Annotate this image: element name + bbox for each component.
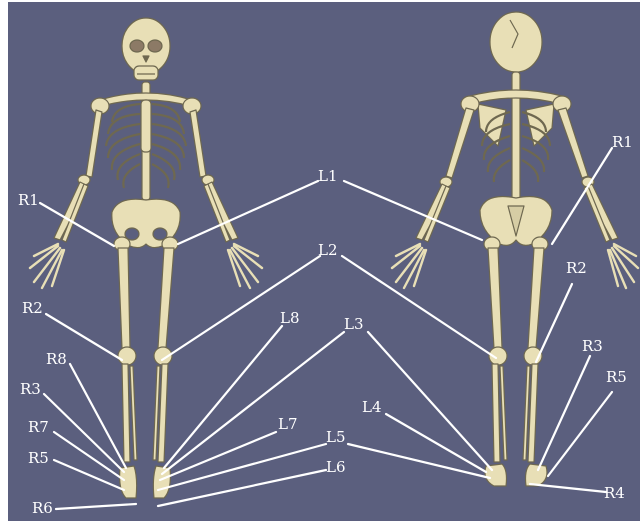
label-r2-anterior: R2: [22, 299, 43, 317]
label-l7: L7: [278, 415, 298, 433]
diagram-panel: [8, 2, 640, 521]
label-l3: L3: [344, 315, 364, 333]
label-r4-posterior: R4: [604, 484, 625, 502]
label-r5-posterior: R5: [606, 368, 627, 386]
label-l2: L2: [318, 241, 338, 259]
label-l6: L6: [326, 458, 346, 476]
label-r8-anterior: R8: [46, 350, 67, 368]
label-r1-anterior: R1: [18, 191, 39, 209]
label-r1-posterior: R1: [612, 133, 633, 151]
label-r3-posterior: R3: [582, 337, 603, 355]
label-r7-anterior: R7: [28, 418, 49, 436]
label-l8: L8: [280, 309, 300, 327]
label-l5: L5: [326, 428, 346, 446]
sternum: [141, 100, 151, 152]
skull-posterior: [490, 12, 542, 72]
label-l1: L1: [318, 167, 338, 185]
label-r2-posterior: R2: [566, 259, 587, 277]
label-r3-anterior: R3: [20, 380, 41, 398]
label-l4: L4: [362, 398, 382, 416]
label-r6-anterior: R6: [32, 499, 53, 517]
label-r5-anterior: R5: [28, 449, 49, 467]
